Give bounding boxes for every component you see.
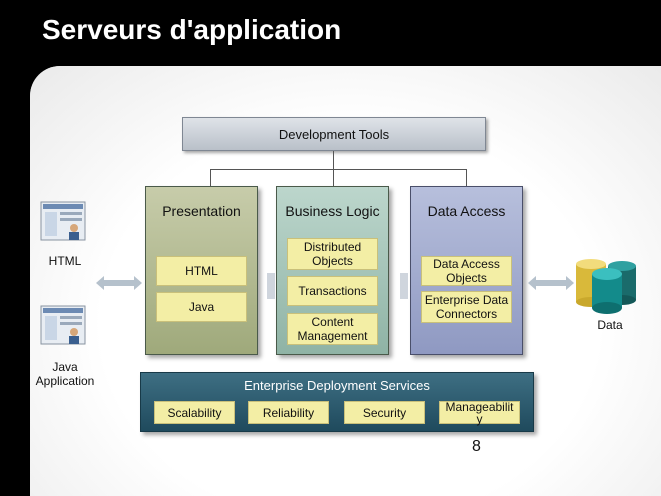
java-client-icon	[40, 304, 86, 346]
data-access-title: Data Access	[427, 203, 506, 219]
data-label: Data	[597, 318, 623, 332]
development-tools-box: Development Tools	[182, 117, 486, 151]
business-logic-column: Business Logic Distributed Objects Trans…	[276, 186, 389, 355]
slide-title: Serveurs d'application	[42, 14, 342, 45]
data-item-data-access-objects: Data Access Objects	[421, 256, 512, 286]
presentation-column: Presentation HTML Java	[145, 186, 258, 355]
left-double-arrow-icon	[96, 276, 142, 290]
deployment-item-reliability: Reliability	[248, 401, 329, 424]
connector-horizontal	[210, 169, 467, 170]
html-client-icon	[40, 200, 86, 242]
business-item-distributed-objects: Distributed Objects	[287, 238, 378, 270]
database-icon	[574, 258, 640, 316]
deployment-item-manageability: Manageability	[439, 401, 520, 425]
connector-business-logic	[333, 169, 334, 186]
connector-presentation	[210, 169, 211, 186]
data-item-enterprise-data-connectors: Enterprise Data Connectors	[421, 291, 512, 323]
html-client-label: HTML	[48, 254, 82, 268]
presentation-item-java: Java	[156, 292, 247, 322]
deployment-services-box: Enterprise Deployment Services Scalabili…	[140, 372, 534, 432]
column-link-right	[400, 273, 408, 299]
business-logic-title: Business Logic	[285, 203, 380, 219]
page-number: 8	[472, 438, 481, 455]
java-client-label: Java Application	[35, 360, 95, 388]
deployment-item-scalability: Scalability	[154, 401, 235, 424]
business-item-content-management: Content Management	[287, 313, 378, 345]
connector-vertical-main	[333, 151, 334, 169]
presentation-title: Presentation	[162, 203, 241, 219]
presentation-item-html: HTML	[156, 256, 247, 286]
right-double-arrow-icon	[528, 276, 574, 290]
column-link-left	[267, 273, 275, 299]
business-item-transactions: Transactions	[287, 276, 378, 306]
development-tools-label: Development Tools	[278, 126, 390, 142]
deployment-services-title: Enterprise Deployment Services	[244, 378, 430, 393]
data-access-column: Data Access Data Access Objects Enterpri…	[410, 186, 523, 355]
deployment-item-security: Security	[344, 401, 425, 424]
connector-data-access	[466, 169, 467, 186]
